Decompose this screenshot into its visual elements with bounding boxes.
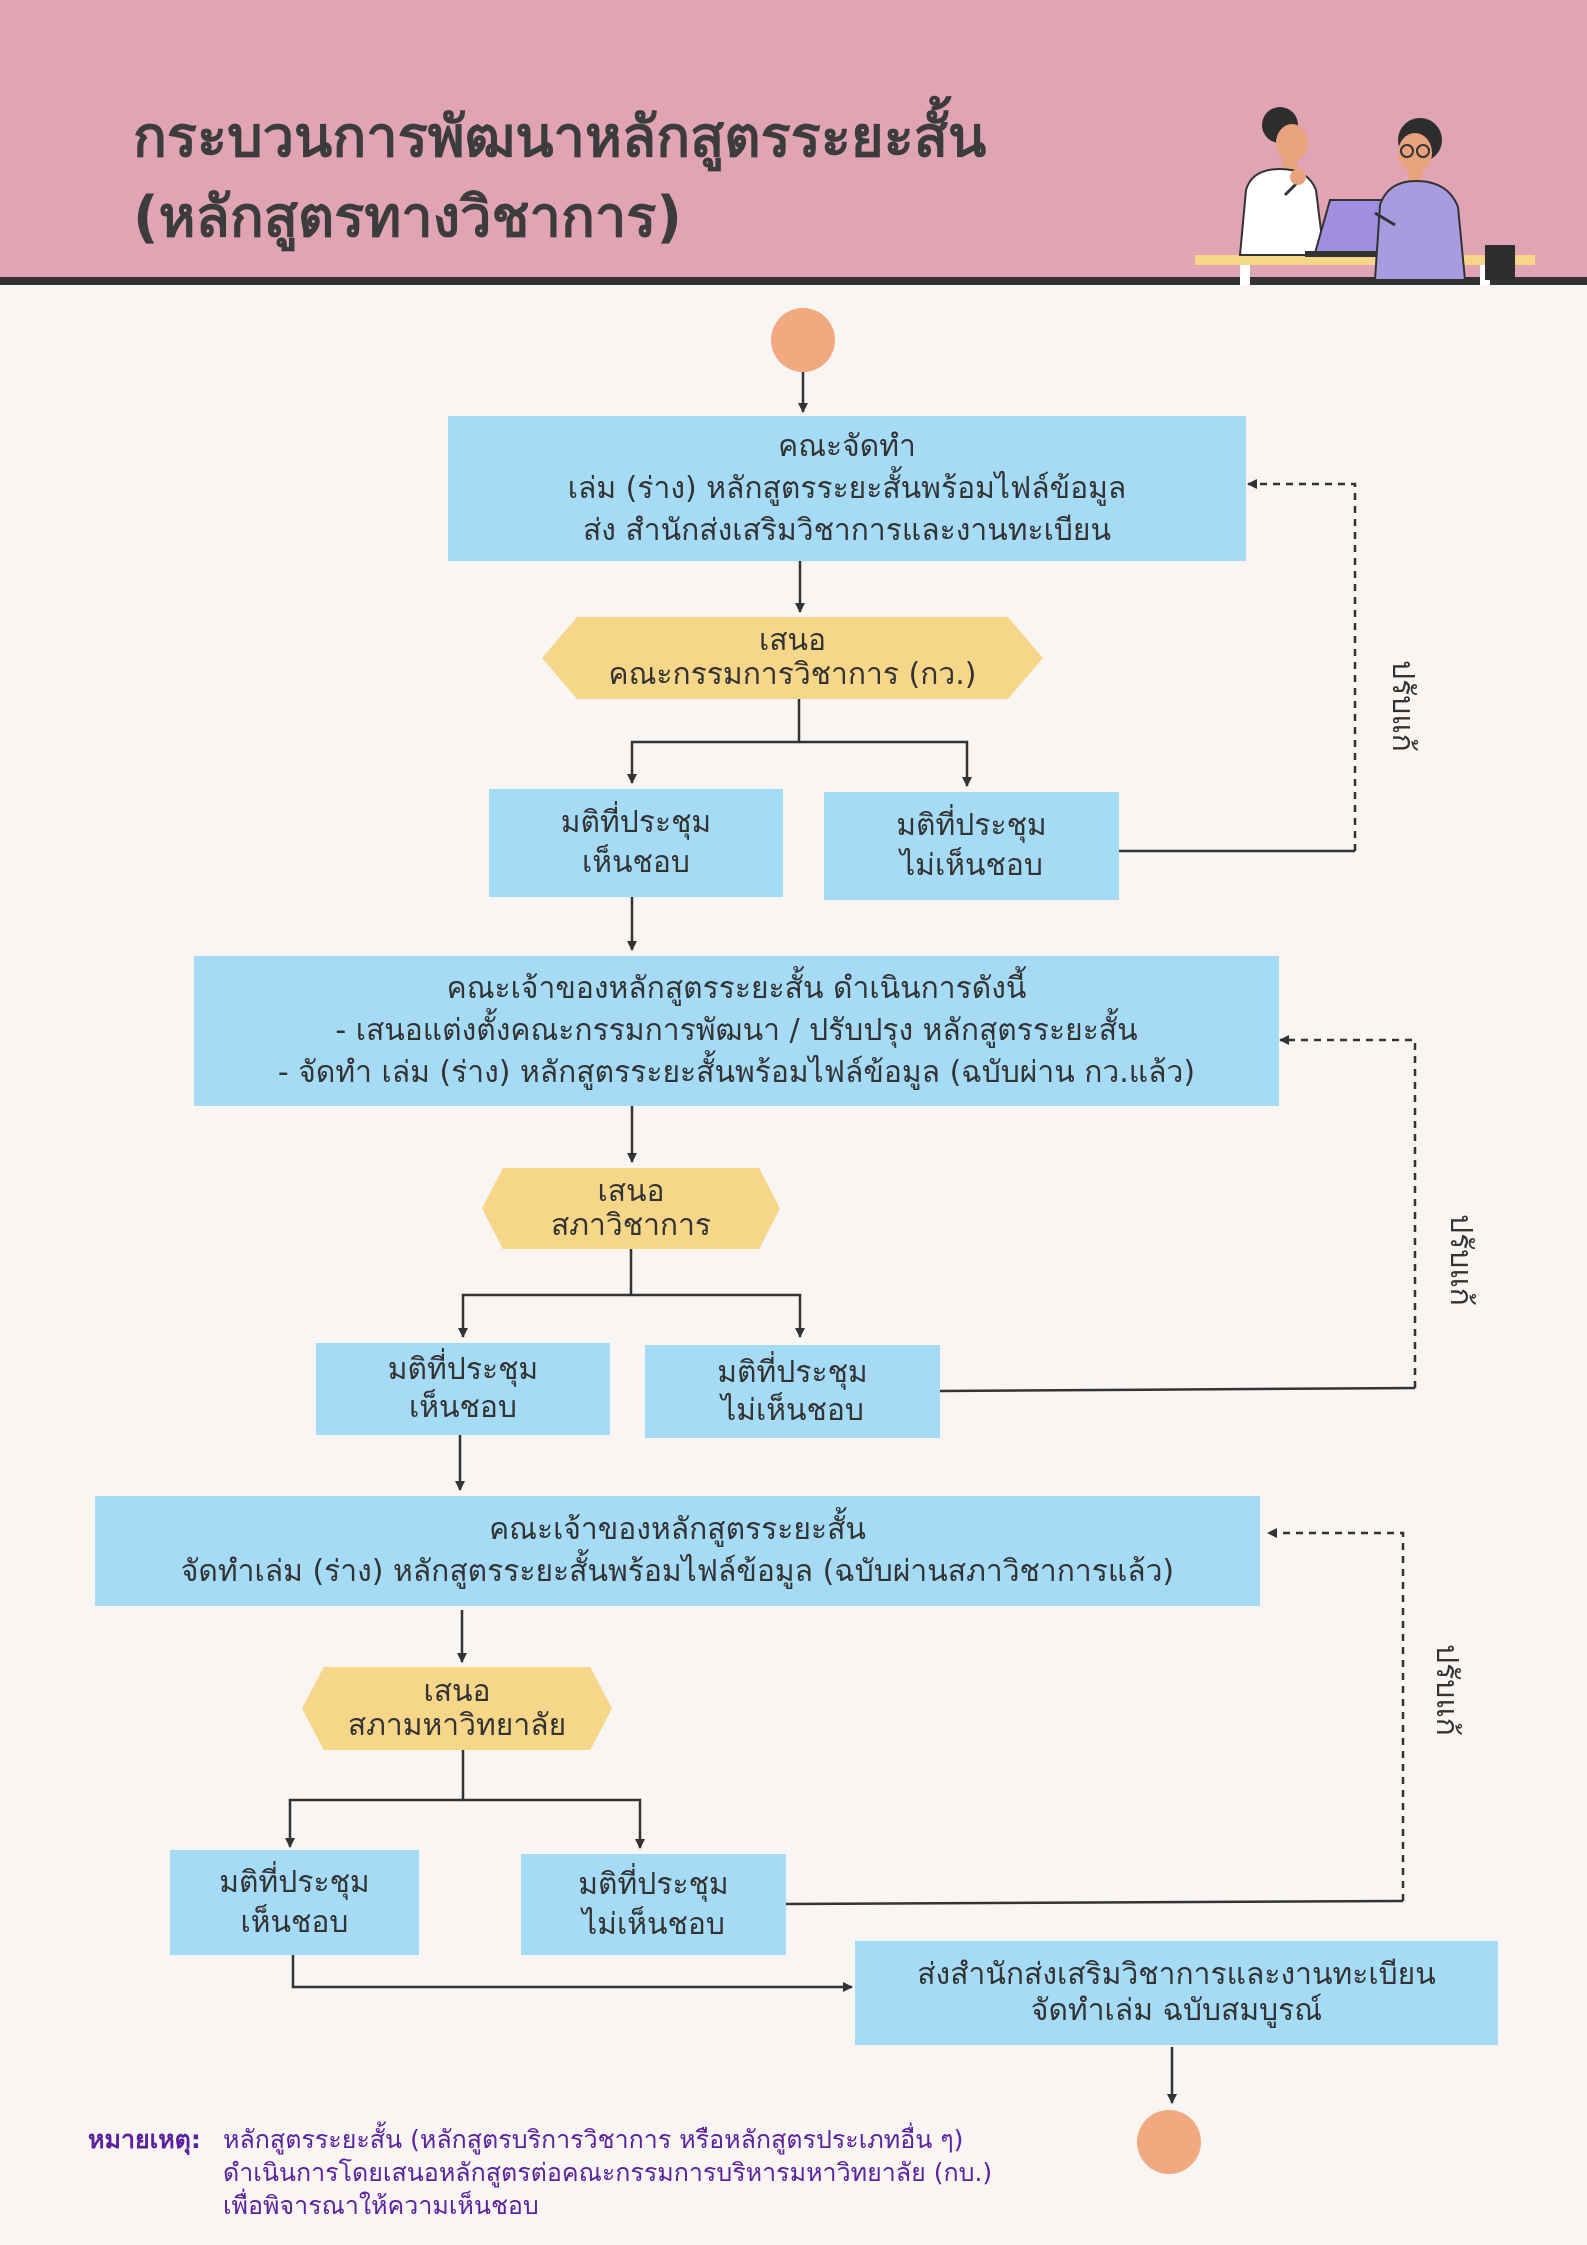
- final-complete-edition: ส่งสำนักส่งเสริมวิชาการและงานทะเบียน จัด…: [855, 1941, 1498, 2045]
- footnote-text: หลักสูตรระยะสั้น (หลักสูตรบริการวิชาการ …: [223, 2123, 1223, 2222]
- node-line: - เสนอแต่งตั้งคณะกรรมการพัฒนา / ปรับปรุง…: [335, 1013, 1138, 1048]
- node-line: คณะกรรมการวิชาการ (กว.): [608, 657, 977, 692]
- footnote-label: หมายเหตุ:: [88, 2125, 201, 2154]
- arrow-approve3-to-final: [291, 1955, 853, 1992]
- revise-loop-3-dashed: [1267, 1528, 1405, 1901]
- revise-label-1: ปรับแก้: [1385, 660, 1420, 752]
- node-line: คณะเจ้าของหลักสูตรระยะสั้น ดำเนินการดังน…: [446, 971, 1027, 1006]
- step2-owner-faculty: คณะเจ้าของหลักสูตรระยะสั้น ดำเนินการดังน…: [194, 956, 1279, 1106]
- node-line: จัดทำเล่ม (ร่าง) หลักสูตรระยะสั้นพร้อมไฟ…: [180, 1554, 1175, 1589]
- node-line: คณะจัดทำ: [778, 428, 916, 464]
- node-line: เสนอ: [423, 1673, 491, 1709]
- approve-2: มติที่ประชุม เห็นชอบ: [316, 1343, 610, 1435]
- revise-loop-1-dashed: [1247, 479, 1357, 851]
- node-line: ส่ง สำนักส่งเสริมวิชาการและงานทะเบียน: [582, 512, 1112, 548]
- footnote-line: หลักสูตรระยะสั้น (หลักสูตรบริการวิชาการ …: [223, 2125, 964, 2154]
- end-terminal: [1137, 2110, 1201, 2174]
- node-line: มติที่ประชุม: [896, 808, 1047, 843]
- start-terminal: [771, 308, 835, 372]
- approve-3: มติที่ประชุม เห็นชอบ: [170, 1850, 419, 1955]
- node-line: เห็นชอบ: [409, 1390, 517, 1425]
- revise-loop-3: [785, 1899, 1404, 1906]
- branch-submit1: [627, 699, 801, 784]
- submit-academic-committee: เสนอ คณะกรรมการวิชาการ (กว.): [542, 617, 1043, 699]
- node-line: มติที่ประชุม: [387, 1352, 539, 1387]
- step1-prepare-draft: คณะจัดทำ เล่ม (ร่าง) หลักสูตรระยะสั้นพร้…: [448, 416, 1246, 561]
- node-line: ไม่เห็นชอบ: [582, 1906, 725, 1942]
- branch-submit2: [458, 1248, 633, 1338]
- title-line: (หลักสูตรทางวิชาการ): [133, 185, 682, 250]
- submit-university-council: เสนอ สภามหาวิทยาลัย: [302, 1667, 612, 1750]
- branch-submit2-right: [631, 1293, 805, 1338]
- reject-2: มติที่ประชุม ไม่เห็นชอบ: [645, 1345, 940, 1438]
- node-line: มติที่ประชุม: [219, 1864, 370, 1900]
- page-title: กระบวนการพัฒนาหลักสูตรระยะสั้น (หลักสูตร…: [133, 98, 986, 258]
- reject-3: มติที่ประชุม ไม่เห็นชอบ: [521, 1854, 786, 1955]
- branch-submit1-right: [799, 740, 972, 787]
- node-line: เห็นชอบ: [240, 1904, 349, 1940]
- reject-1: มติที่ประชุม ไม่เห็นชอบ: [824, 792, 1119, 900]
- title-line: กระบวนการพัฒนาหลักสูตรระยะสั้น: [133, 105, 987, 170]
- node-line: เห็นชอบ: [582, 845, 690, 880]
- branch-submit3: [285, 1750, 465, 1848]
- node-line: เสนอ: [597, 1173, 665, 1209]
- branch-submit3-right: [463, 1798, 645, 1849]
- node-line: เสนอ: [758, 623, 827, 658]
- approve-1: มติที่ประชุม เห็นชอบ: [489, 789, 783, 897]
- node-line: มติที่ประชุม: [560, 805, 712, 840]
- node-line: เล่ม (ร่าง) หลักสูตรระยะสั้นพร้อมไฟล์ข้อ…: [567, 470, 1127, 506]
- revise-loop-2: [939, 1386, 1416, 1393]
- revise-loop-2-dashed: [1279, 1035, 1417, 1388]
- node-line: ส่งสำนักส่งเสริมวิชาการและงานทะเบียน: [917, 1957, 1436, 1992]
- node-line: ไม่เห็นชอบ: [900, 848, 1043, 883]
- revise-label-3: ปรับแก้: [1429, 1644, 1464, 1736]
- node-line: มติที่ประชุม: [717, 1354, 868, 1390]
- footnote-line: เพื่อพิจารณาให้ความเห็นชอบ: [223, 2191, 539, 2220]
- header-banner: กระบวนการพัฒนาหลักสูตรระยะสั้น (หลักสูตร…: [0, 0, 1587, 285]
- node-line: จัดทำเล่ม ฉบับสมบูรณ์: [1030, 1993, 1323, 2028]
- node-line: ไม่เห็นชอบ: [721, 1392, 864, 1428]
- node-line: สภามหาวิทยาลัย: [347, 1707, 567, 1743]
- step3-owner-faculty: คณะเจ้าของหลักสูตรระยะสั้น จัดทำเล่ม (ร่…: [95, 1496, 1260, 1606]
- node-line: - จัดทำ เล่ม (ร่าง) หลักสูตรระยะสั้นพร้อ…: [277, 1055, 1196, 1090]
- submit-academic-senate: เสนอ สภาวิชาการ: [482, 1168, 780, 1249]
- node-line: สภาวิชาการ: [550, 1207, 712, 1243]
- node-line: คณะเจ้าของหลักสูตรระยะสั้น: [489, 1512, 866, 1547]
- people-meeting-illustration: [1195, 107, 1535, 285]
- revise-label-2: ปรับแก้: [1443, 1214, 1478, 1306]
- footnote-line: ดำเนินการโดยเสนอหลักสูตรต่อคณะกรรมการบริ…: [223, 2158, 993, 2187]
- node-line: มติที่ประชุม: [578, 1866, 729, 1902]
